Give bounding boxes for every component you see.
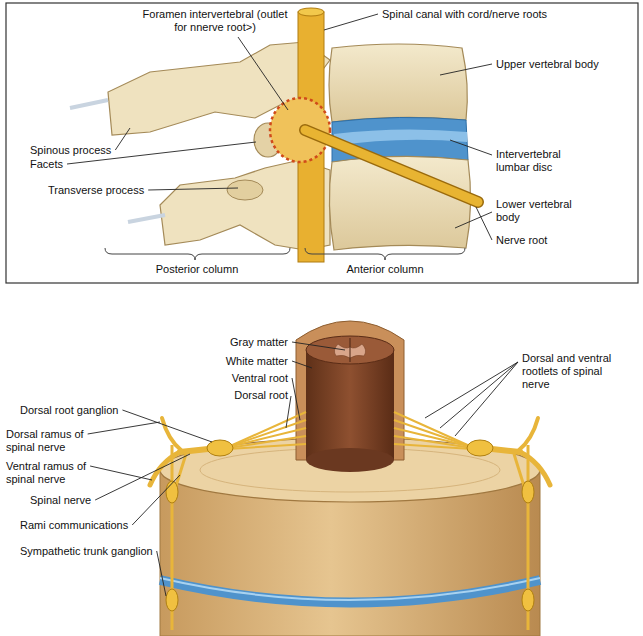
part-label: Upper vertebral body bbox=[496, 58, 626, 71]
illustration-part bbox=[440, 362, 518, 428]
label-text: Upper vertebral body bbox=[496, 58, 599, 70]
label-text: Lower vertebral body bbox=[496, 198, 572, 223]
illustration-part bbox=[148, 188, 238, 190]
part-label: Dorsal ramus of spinal nerve bbox=[6, 428, 106, 454]
part-label: Posterior column bbox=[132, 263, 262, 276]
label-text: Anterior column bbox=[346, 263, 423, 275]
part-label: Dorsal root ganglion bbox=[20, 404, 140, 417]
part-label: Gray matter bbox=[198, 336, 288, 349]
illustration-part bbox=[450, 140, 492, 155]
part-label: Intervertebral lumbar disc bbox=[496, 148, 586, 174]
part-label: Spinal canal with cord/nerve roots bbox=[382, 8, 582, 21]
part-label: White matter bbox=[198, 355, 288, 368]
part-label: Foramen intervertebral (outlet for nnerv… bbox=[135, 8, 295, 34]
illustration-part bbox=[306, 350, 394, 460]
illustration-part bbox=[166, 481, 178, 503]
illustration-part bbox=[350, 338, 351, 362]
illustration-part bbox=[329, 44, 467, 122]
illustration-part bbox=[292, 361, 312, 368]
label-text: Facets bbox=[30, 158, 63, 170]
label-text: Spinal nerve bbox=[30, 494, 91, 506]
illustration-part bbox=[306, 448, 394, 472]
illustration-part bbox=[334, 129, 467, 146]
label-text: Dorsal root ganglion bbox=[20, 404, 118, 416]
part-label: Ventral root bbox=[198, 372, 288, 385]
illustration-part bbox=[105, 248, 290, 260]
label-text: Ventral ramus of spinal nerve bbox=[6, 460, 86, 485]
illustration-part bbox=[180, 449, 208, 452]
label-text: Transverse process bbox=[48, 184, 144, 196]
label-text: Nerve root bbox=[496, 234, 547, 246]
illustration-part bbox=[207, 440, 233, 456]
label-text: Sympathetic trunk ganglion bbox=[20, 545, 153, 557]
illustration-part bbox=[425, 362, 518, 418]
illustration-part bbox=[306, 336, 394, 364]
illustration-part bbox=[455, 362, 518, 436]
part-label: Spinal nerve bbox=[30, 494, 110, 507]
illustration-part bbox=[200, 448, 500, 492]
part-label: Facets bbox=[30, 158, 90, 171]
illustration-part bbox=[157, 551, 166, 596]
label-text: Ventral root bbox=[232, 372, 288, 384]
label-text: Intervertebral lumbar disc bbox=[496, 148, 561, 173]
illustration-part bbox=[324, 14, 378, 30]
illustration-part bbox=[228, 436, 306, 448]
illustration-part bbox=[88, 342, 518, 596]
illustration-part bbox=[95, 454, 190, 500]
label-text: White matter bbox=[226, 355, 288, 367]
illustration-part bbox=[394, 412, 550, 630]
illustration-part bbox=[228, 412, 306, 447]
illustration-part bbox=[6, 3, 638, 283]
illustration-part bbox=[88, 422, 160, 434]
part-label: Lower vertebral body bbox=[496, 198, 586, 224]
illustration-part bbox=[440, 64, 492, 75]
part-label: Dorsal and ventral rootlets of spinal ne… bbox=[522, 352, 622, 391]
illustration-part bbox=[476, 207, 492, 240]
label-text: Dorsal and ventral rootlets of spinal ne… bbox=[522, 352, 611, 390]
part-label: Spinous process bbox=[30, 144, 130, 157]
illustration-part bbox=[296, 321, 404, 460]
part-label: Dorsal root bbox=[198, 389, 288, 402]
illustration-part bbox=[132, 475, 180, 525]
illustration-part bbox=[70, 100, 108, 108]
illustration-part bbox=[150, 412, 306, 630]
label-text: Rami communications bbox=[20, 519, 128, 531]
illustration-part bbox=[228, 420, 306, 447]
illustration-part bbox=[90, 466, 152, 480]
illustration-part bbox=[455, 212, 492, 228]
illustration-part bbox=[298, 8, 324, 16]
illustration-part bbox=[128, 215, 165, 222]
illustration-part bbox=[228, 444, 306, 449]
part-label: Sympathetic trunk ganglion bbox=[20, 545, 170, 558]
illustration-part bbox=[292, 378, 300, 420]
illustration-part bbox=[227, 180, 263, 200]
illustration-part bbox=[115, 128, 130, 150]
illustration-part bbox=[292, 342, 345, 350]
part-label: Anterior column bbox=[320, 263, 450, 276]
illustration-part bbox=[228, 412, 306, 449]
label-text: Spinous process bbox=[30, 144, 111, 156]
label-text: Gray matter bbox=[230, 336, 288, 348]
illustration-part bbox=[160, 578, 540, 600]
illustration-part bbox=[305, 248, 465, 260]
label-text: Foramen intervertebral (outlet for nnerv… bbox=[143, 8, 288, 33]
part-label: Transverse process bbox=[48, 184, 158, 197]
label-text: Posterior column bbox=[156, 263, 239, 275]
part-label: Nerve root bbox=[496, 234, 596, 247]
label-text: Dorsal ramus of spinal nerve bbox=[6, 428, 84, 453]
part-label: Rami communications bbox=[20, 519, 150, 532]
illustration-part bbox=[238, 37, 288, 110]
label-text: Spinal canal with cord/nerve roots bbox=[382, 8, 547, 20]
label-text: Dorsal root bbox=[234, 389, 288, 401]
part-label: Ventral ramus of spinal nerve bbox=[6, 460, 106, 486]
illustration-part bbox=[67, 14, 492, 240]
illustration-part bbox=[166, 589, 178, 611]
